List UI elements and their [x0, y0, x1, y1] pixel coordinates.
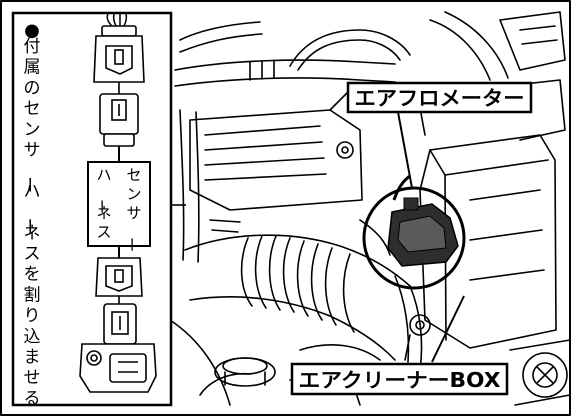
- harness-connector-bottom: [95, 257, 143, 297]
- sensor-harness-label: センサー ハーネス: [87, 161, 151, 252]
- inset-note-bullet: ●: [24, 20, 40, 41]
- callout-air-cleaner-box: エアクリーナーBOX: [290, 362, 509, 396]
- sensor-harness-label-col1: センサー: [122, 166, 141, 252]
- callout-airflow-meter: エアフロメーター: [346, 81, 533, 114]
- sensor-harness-label-col2: ハーネス: [92, 166, 111, 241]
- harness-wires: [106, 13, 128, 27]
- callout-air-cleaner-box-text: エアクリーナーBOX: [299, 368, 502, 392]
- harness-plug-top: [99, 93, 139, 147]
- airflow-sensor-body: [79, 303, 157, 393]
- airflow-meter-leader-line: [397, 111, 413, 189]
- inset-note-text: 付属のセンサーハーネスを割り込ませる: [19, 37, 41, 409]
- harness-connector-top: [93, 25, 145, 83]
- airflow-meter-highlight-circle: [362, 186, 466, 290]
- inset-panel: ● 付属のセンサーハーネスを割り込ませる センサー: [11, 11, 173, 409]
- callout-airflow-meter-text: エアフロメーター: [355, 86, 525, 110]
- air-cleaner-box-leader-line: [431, 295, 465, 363]
- airflow-meter-part: [387, 174, 459, 267]
